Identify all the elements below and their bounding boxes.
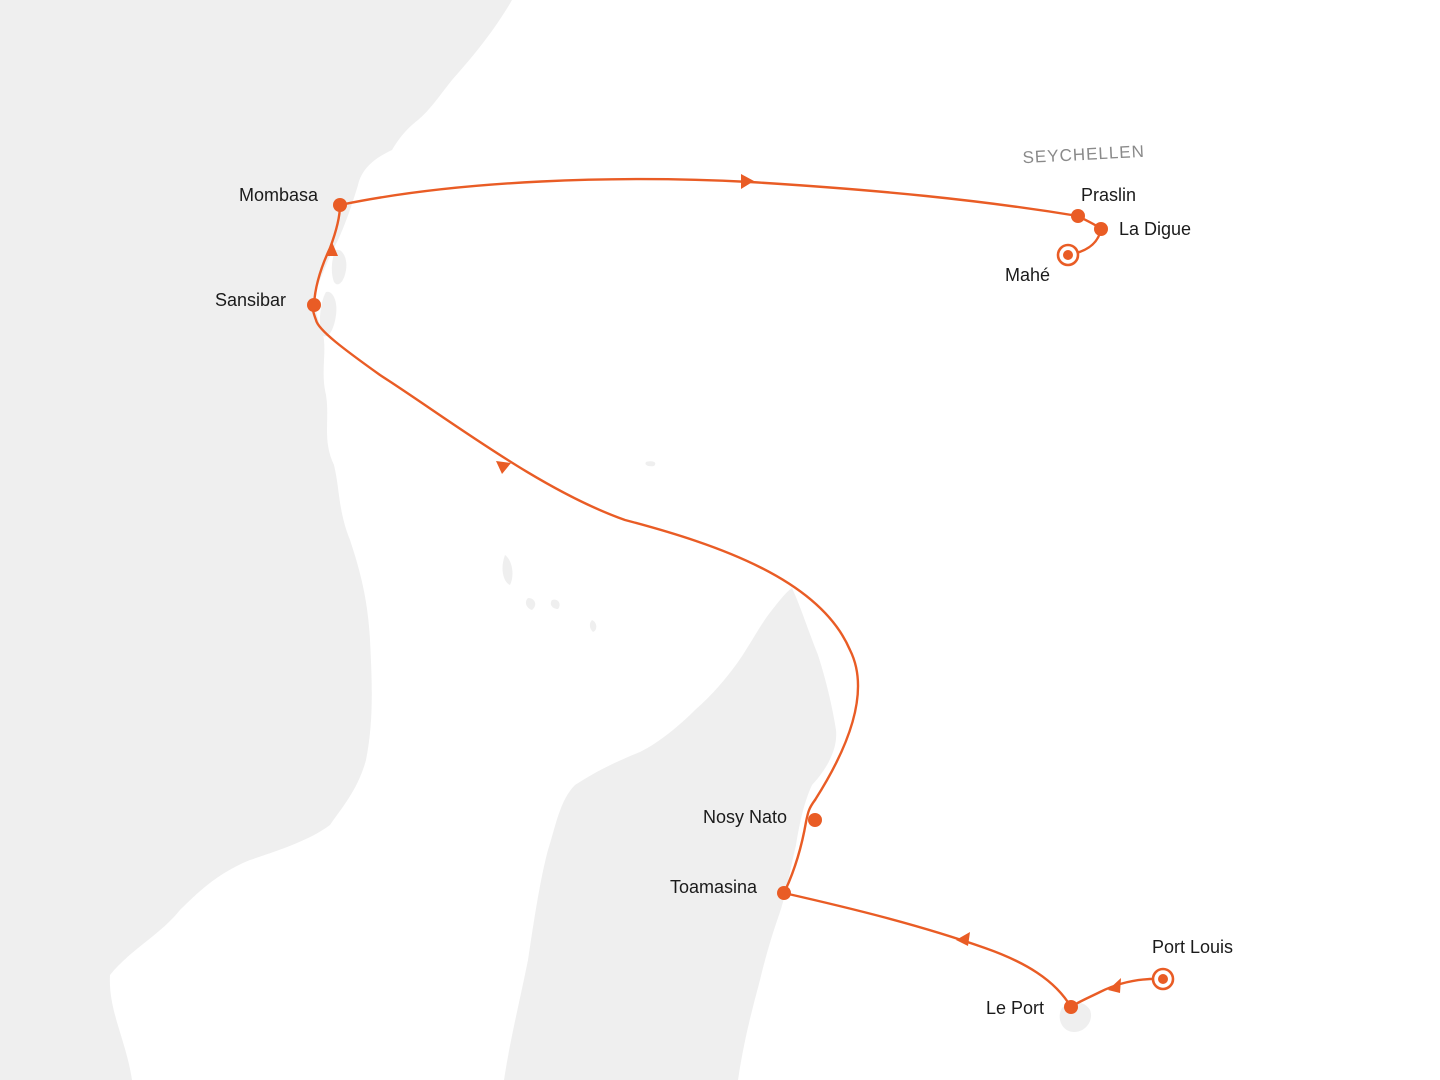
comoros-island-1 <box>502 555 513 585</box>
stop-nosy-nato[interactable] <box>808 813 822 827</box>
route-segment-port-louis-le-port <box>1069 977 1165 1009</box>
label-sansibar: Sansibar <box>215 290 286 310</box>
aldabra-island <box>645 461 656 467</box>
label-port-louis: Port Louis <box>1152 937 1233 957</box>
label-nosy-nato: Nosy Nato <box>703 807 787 827</box>
direction-arrow-3 <box>496 461 511 474</box>
port-marker-core <box>1063 250 1073 260</box>
direction-arrow-2 <box>956 932 970 946</box>
label-le-port: Le Port <box>986 998 1044 1018</box>
madagascar <box>504 588 837 1080</box>
labels: SEYCHELLEN Port Louis Le Port Toamasina … <box>215 142 1233 1018</box>
route-segment-le-port-toamasina <box>782 891 1073 1009</box>
stop-la-digue[interactable] <box>1094 222 1108 236</box>
comoros-island-3 <box>550 599 560 609</box>
zanzibar-island <box>319 291 337 337</box>
region-label-seychelles: SEYCHELLEN <box>1022 142 1145 167</box>
stop-le-port[interactable] <box>1064 1000 1078 1014</box>
port-marker-core <box>1158 974 1168 984</box>
stop-toamasina[interactable] <box>777 886 791 900</box>
stop-mahe[interactable] <box>1056 243 1080 267</box>
stop-sansibar[interactable] <box>307 298 321 312</box>
label-mombasa: Mombasa <box>239 185 319 205</box>
direction-arrow-5 <box>741 174 754 189</box>
label-toamasina: Toamasina <box>670 877 758 897</box>
direction-arrow-1 <box>1108 978 1121 993</box>
stop-port-louis[interactable] <box>1151 967 1175 991</box>
direction-arrow-4 <box>326 242 338 256</box>
label-praslin: Praslin <box>1081 185 1136 205</box>
label-la-digue: La Digue <box>1119 219 1191 239</box>
direction-arrows <box>326 174 1121 993</box>
pemba-island <box>331 249 347 285</box>
route-segment-toamasina-nosy-nato <box>782 798 817 895</box>
comoros-island-4 <box>589 620 597 632</box>
stop-praslin[interactable] <box>1071 209 1085 223</box>
land-layer <box>0 0 1092 1080</box>
stop-mombasa[interactable] <box>333 198 347 212</box>
stops <box>307 198 1175 1014</box>
label-mahe: Mahé <box>1005 265 1050 285</box>
africa-mainland <box>0 0 512 1080</box>
comoros-island-2 <box>525 598 536 610</box>
route-segment-mombasa-praslin <box>338 177 1080 218</box>
route-segment-nosy-nato-sansibar <box>311 303 860 802</box>
